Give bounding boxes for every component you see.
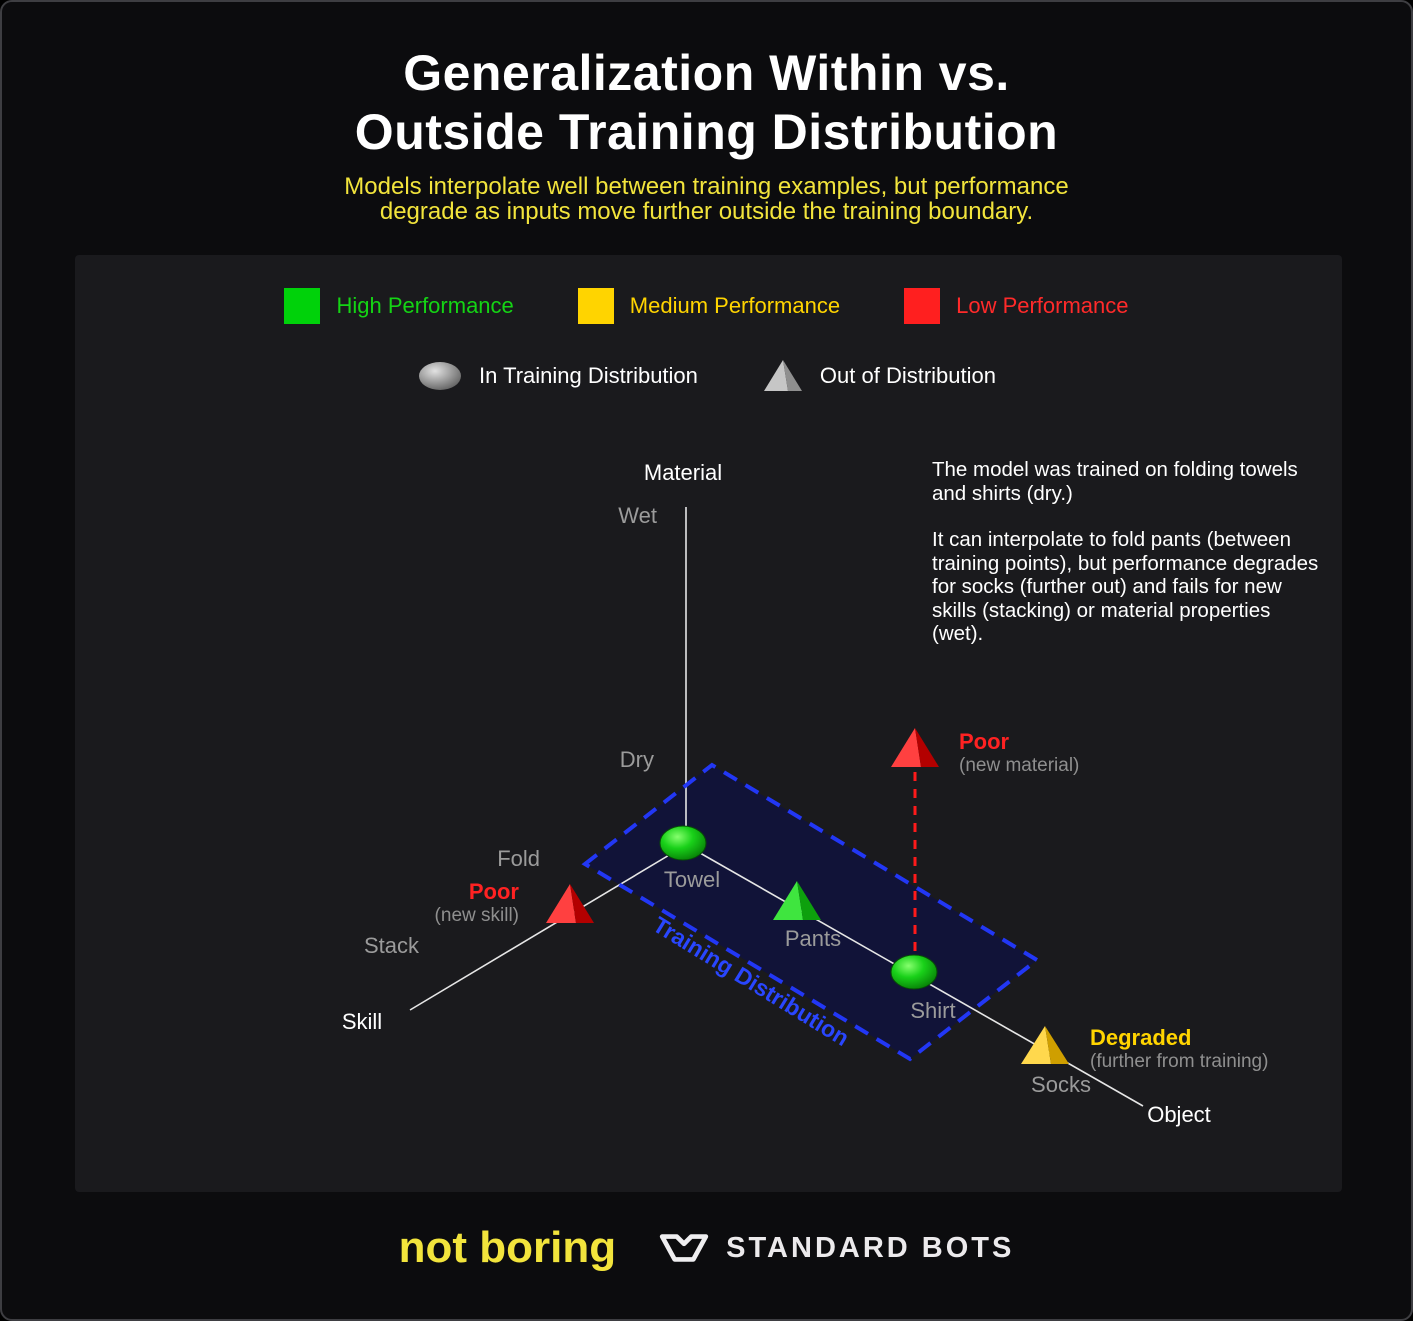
subtitle: Models interpolate well between training… [227, 174, 1187, 224]
new-material-point [891, 728, 939, 767]
subtitle-line1: Models interpolate well between training… [344, 173, 1069, 200]
skill-axis-label: Skill [342, 1009, 382, 1034]
low-performance-swatch [904, 288, 941, 324]
towel-label: Towel [664, 867, 720, 892]
new-material-callout-title: Poor [959, 729, 1010, 754]
high-performance-swatch [284, 288, 321, 324]
medium-performance-swatch [577, 288, 614, 324]
explanation-para1: The model was trained on folding towels … [932, 458, 1298, 505]
low-performance-label: Low Performance [956, 293, 1129, 318]
towel-point [659, 825, 707, 861]
medium-performance-label: Medium Performance [629, 293, 841, 318]
subtitle-line2: degrade as inputs move further outside t… [379, 198, 1034, 225]
standard-bots-logo-icon [659, 1234, 709, 1262]
pants-label: Pants [785, 926, 841, 951]
page-title-line2: Outside Training Distribution [354, 104, 1059, 160]
socks-callout-title: Degraded [1090, 1025, 1191, 1050]
legend-item-low-performance: Low Performance [904, 288, 1129, 324]
socks-label: Socks [1031, 1072, 1091, 1097]
legend-item-high-performance: High Performance [284, 288, 514, 324]
fold-tick-label: Fold [497, 846, 540, 871]
standard-bots-brand: STANDARD BOTS [658, 1229, 1014, 1267]
socks-callout-note: (further from training) [1090, 1051, 1268, 1072]
shirt-point [890, 954, 938, 990]
high-performance-label: High Performance [336, 293, 514, 318]
object-axis-label: Object [1147, 1102, 1211, 1127]
legend-item-medium-performance: Medium Performance [577, 288, 841, 324]
stack-tick-label: Stack [364, 933, 420, 958]
new-material-callout-note: (new material) [959, 755, 1079, 776]
pants-point [773, 881, 821, 920]
wet-tick-label: Wet [618, 503, 657, 528]
skill-axis [409, 844, 687, 1011]
performance-legend: High Performance Medium Performance Low … [2, 288, 1411, 324]
dry-tick-label: Dry [620, 747, 654, 772]
not-boring-wordmark: not boring [398, 1223, 617, 1272]
shirt-label: Shirt [910, 998, 955, 1023]
new-skill-callout-title: Poor [469, 879, 520, 904]
new-skill-callout-note: (new skill) [435, 905, 519, 926]
in-distribution-label: In Training Distribution [479, 363, 698, 388]
training-distribution-border [581, 762, 1041, 1062]
page-title-line1: Generalization Within vs. [403, 45, 1010, 101]
legend-item-out-of-distribution: Out of Distribution [762, 358, 996, 394]
page-title: Generalization Within vs. Outside Traini… [2, 44, 1411, 162]
in-training-distribution-icon [419, 362, 462, 390]
footer: not boring STANDARD BOTS [2, 1216, 1411, 1280]
new-skill-point [546, 884, 594, 923]
chart-panel [75, 255, 1342, 1192]
out-of-distribution-label: Out of Distribution [819, 363, 996, 388]
out-of-distribution-icon [763, 360, 802, 391]
socks-point [1021, 1026, 1069, 1064]
distribution-legend: In Training Distribution Out of Distribu… [2, 358, 1411, 394]
explanation-para2: It can interpolate to fold pants (betwee… [932, 528, 1319, 645]
standard-bots-wordmark: STANDARD BOTS [726, 1231, 1015, 1264]
legend-item-in-distribution: In Training Distribution [417, 359, 698, 393]
explanation-text: The model was trained on folding towels … [932, 458, 1324, 669]
material-axis-label: Material [644, 460, 722, 485]
